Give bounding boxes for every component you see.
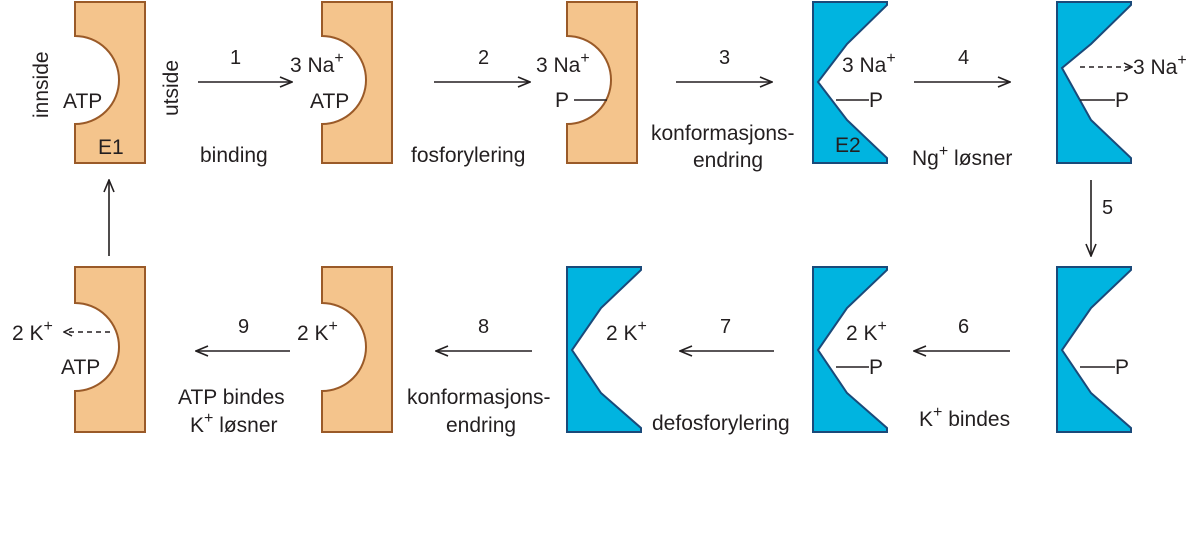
step-number: 8 [478,316,489,338]
step-caption: binding [200,144,268,167]
step-5: 5 [1091,180,1113,256]
sodium-label: 3 Na+ [1133,52,1187,79]
step-2: 2 fosforylering [411,47,530,167]
inside-label: innside [30,51,53,118]
step-number: 6 [958,316,969,338]
e1-protein-shape [74,1,146,164]
step-caption: defosforylering [652,412,790,435]
step-1: 1 binding [198,47,292,167]
potassium-label: 2 K+ [606,318,647,345]
step-caption: fosforylering [411,144,525,167]
outside-label: utside [160,60,183,116]
phosphate-label: P [869,89,883,112]
e2-protein-shape [1056,1,1132,164]
step-number: 1 [230,47,241,69]
step-number: 5 [1102,197,1113,219]
state-e2-k: 2 K+ [566,266,647,433]
step-6: 6 K+ bindes [914,316,1010,431]
step-caption: Ng+ løsner [912,143,1012,170]
step-8: 8 konformasjons- endring [407,316,551,437]
atp-label: ATP [63,90,102,113]
step-caption: K+ bindes [919,404,1010,431]
state-e1-k: 2 K+ [297,266,393,433]
state-e1-atp-k-release: 2 K+ ATP [12,266,146,433]
e2-protein-shape [566,266,642,433]
state-e1-na-atp: 3 Na+ ATP [290,1,393,164]
step-number: 3 [719,47,730,69]
state-e1-na-p: 3 Na+ P [536,1,638,164]
phosphate-label: P [1115,89,1129,112]
e1-protein-shape [321,1,393,164]
step-number: 2 [478,47,489,69]
state-e2-na-release: 3 Na+ P [1056,1,1187,164]
step-number: 7 [720,316,731,338]
state-e1-atp: innside utside ATP E1 [30,1,183,164]
step-caption: konformasjons- [651,122,795,145]
step-caption: endring [446,414,516,437]
potassium-label: 2 K+ [12,318,53,345]
step-caption: K+ løsner [190,410,278,437]
e2-label: E2 [835,134,861,157]
step-3: 3 konformasjons- endring [651,47,795,172]
atp-label: ATP [61,356,100,379]
e2-protein-shape [1056,266,1132,433]
state-e2-k-p: 2 K+ P [812,266,888,433]
e2-protein-shape [812,266,888,433]
step-caption: konformasjons- [407,386,551,409]
state-e2-p: P [1056,266,1132,433]
sodium-label: 3 Na+ [290,50,344,77]
phosphate-label: P [1115,356,1129,379]
atp-label: ATP [310,90,349,113]
step-number: 4 [958,47,969,69]
step-caption: ATP bindes [178,386,285,409]
step-7: 7 defosforylering [652,316,790,435]
state-e2-na-p: 3 Na+ P E2 [812,1,896,164]
e1-label: E1 [98,136,124,159]
e1-protein-shape [566,1,638,164]
step-caption: endring [693,149,763,172]
phosphate-label: P [869,356,883,379]
phosphate-label: P [555,89,569,112]
step-9: 9 ATP bindes K+ løsner [178,316,290,437]
sodium-label: 3 Na+ [842,50,896,77]
e1-protein-shape [321,266,393,433]
step-number: 9 [238,316,249,338]
e1-protein-shape [74,266,146,433]
sodium-label: 3 Na+ [536,50,590,77]
e2-protein-shape [812,1,888,164]
potassium-label: 2 K+ [297,318,338,345]
potassium-label: 2 K+ [846,318,887,345]
step-4: 4 Ng+ løsner [912,47,1012,170]
